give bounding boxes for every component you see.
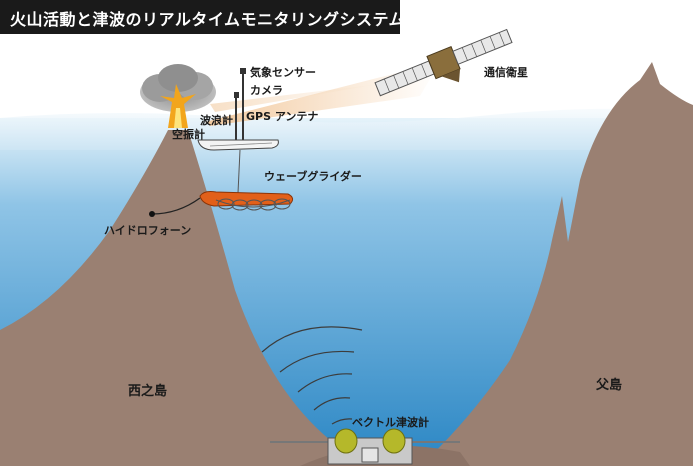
label-satellite: 通信衛星 — [484, 66, 528, 79]
label-air-vibration-meter: 空振計 — [172, 128, 205, 141]
eruption-plume — [140, 64, 216, 128]
satellite-icon — [374, 28, 513, 97]
wave-glider-icon — [199, 191, 294, 211]
chichijima-island — [420, 62, 693, 466]
label-wave-glider: ウェーブグライダー — [264, 170, 362, 183]
hydrophone-cable — [151, 197, 201, 215]
vector-tsunami-meter-icon — [270, 428, 460, 465]
acoustic-signal-arcs — [261, 326, 363, 425]
hydrophone-icon — [149, 211, 155, 217]
nishinoshima-volcano — [0, 130, 330, 466]
label-vector-tsunami-meter: ベクトル津波計 — [352, 416, 429, 429]
label-nishinoshima: 西之島 — [128, 384, 168, 399]
label-wave-gauge: 波浪計 — [200, 114, 233, 127]
glider-tether — [237, 149, 241, 194]
title-bar: 火山活動と津波のリアルタイムモニタリングシステム — [0, 0, 405, 34]
satellite-downlink-beam — [210, 84, 380, 112]
label-chichijima: 父島 — [596, 378, 623, 393]
label-hydrophone: ハイドロフォーン — [104, 224, 192, 237]
diagram-title: 火山活動と津波のリアルタイムモニタリングシステム — [10, 10, 406, 29]
satellite-uplink-beam — [205, 62, 440, 126]
label-meteorological-sensor: 気象センサー — [250, 66, 316, 79]
label-gps-antenna: GPS アンテナ — [246, 110, 319, 123]
wave-gauge-buoy-icon — [197, 68, 279, 151]
label-camera: カメラ — [250, 84, 283, 97]
